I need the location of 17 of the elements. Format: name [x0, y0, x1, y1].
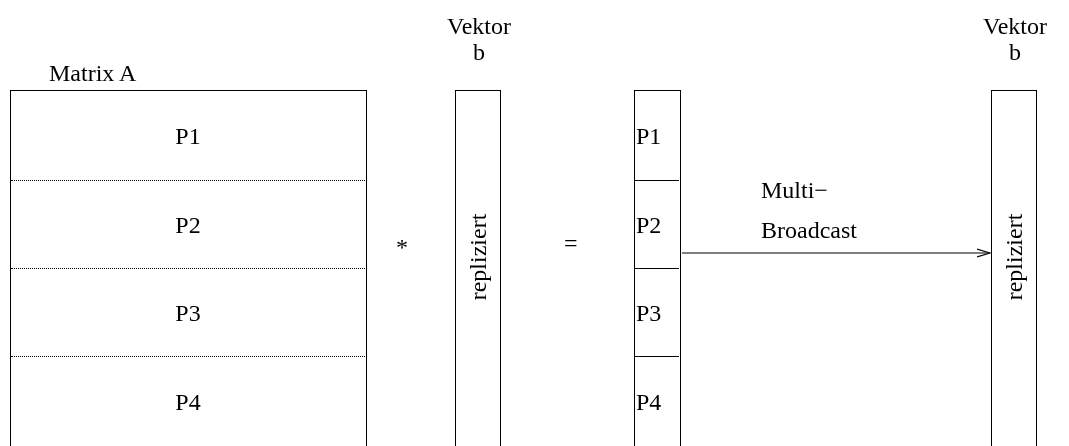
- vertical-label: repliziert: [466, 213, 490, 300]
- row-label: P3: [636, 300, 662, 325]
- row-label: P2: [636, 212, 662, 237]
- row-label: P4: [175, 390, 201, 414]
- operator-symbol: *: [396, 235, 408, 259]
- vector-title: Vektor b: [446, 13, 512, 65]
- row-label: P4: [636, 390, 662, 414]
- vector-title: Vektor b: [982, 13, 1048, 65]
- operator-symbol: =: [564, 231, 578, 255]
- row-label: P3: [175, 300, 201, 325]
- row-label: P1: [636, 123, 662, 148]
- matrix-title: Matrix A: [49, 61, 137, 85]
- arrow: [681, 248, 991, 258]
- row-label: P2: [175, 212, 201, 237]
- result-vector-box: [634, 90, 681, 446]
- row-label: P1: [175, 123, 201, 148]
- vertical-label: repliziert: [1002, 213, 1026, 300]
